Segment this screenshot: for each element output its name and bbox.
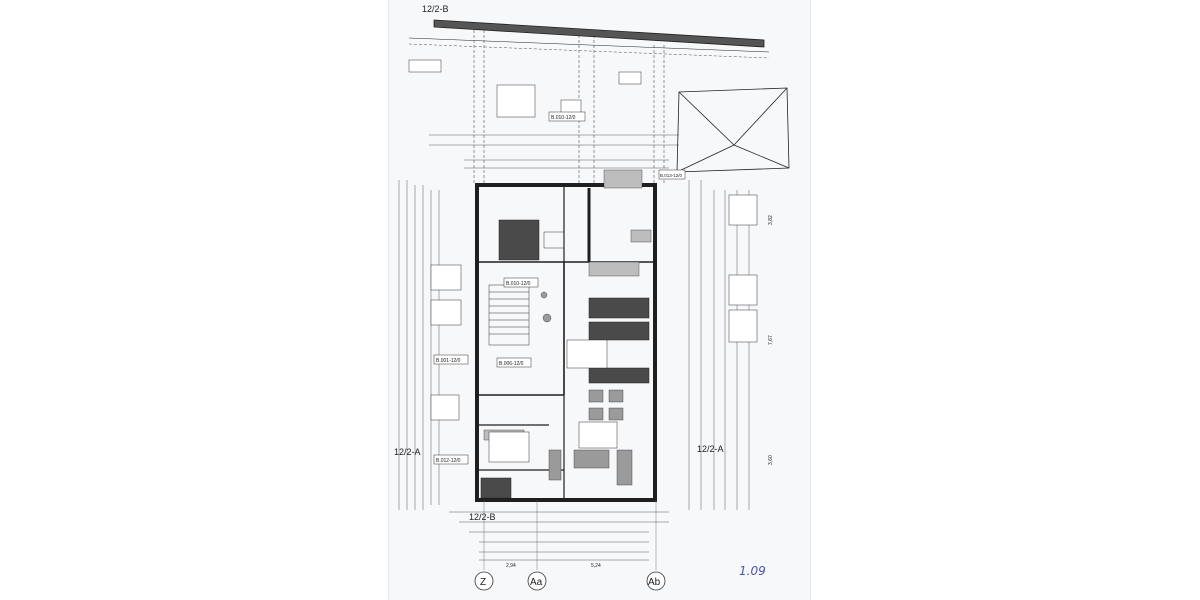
dim-right-lower: 3,60	[768, 455, 774, 465]
grid-ref-bottom: 12/2-B	[469, 512, 496, 522]
plan-sheet: B.010-12/0 B.006-12/0 B.001-12/0 B.012-1…	[389, 0, 810, 600]
room-tag-e: B.013-12/0	[660, 173, 683, 178]
room-tag-d: B.012-12/0	[436, 458, 461, 464]
dim-right-upper: 3,82	[768, 215, 774, 225]
room-tag-a: B.010-12/0	[506, 281, 531, 287]
room-info-boxes	[430, 194, 758, 463]
dim-bottom-right: 5,24	[591, 563, 601, 569]
axis-bubbles	[474, 571, 666, 591]
axis-label-aa: Aa	[530, 577, 543, 588]
grid-ref-right: 12/2-A	[697, 444, 724, 454]
grid-ref-top: 12/2-B	[422, 4, 449, 14]
axis-label-ab: Ab	[648, 577, 661, 588]
dimension-lines-right	[688, 180, 750, 510]
page-number: 1.09	[739, 564, 766, 578]
grid-ref-left: 12/2-A	[394, 447, 421, 457]
boundary-band	[408, 19, 770, 59]
room-tags	[433, 111, 686, 465]
roof-outline	[676, 87, 790, 173]
dim-bottom-left: 2,94	[506, 563, 516, 569]
dim-right-middle: 7,67	[768, 335, 774, 345]
stairs	[488, 231, 565, 346]
axis-lines	[483, 500, 657, 570]
dimension-lines-left	[398, 180, 440, 510]
dimension-lines-bottom	[449, 511, 669, 561]
dimension-lines-top	[429, 134, 679, 169]
room-tag-b: B.006-12/0	[499, 361, 524, 367]
dark-fills	[480, 219, 650, 499]
building-walls	[475, 183, 657, 502]
furniture	[540, 291, 633, 486]
room-tag-f: B.010-12/0	[551, 115, 576, 121]
info-boxes-top	[408, 59, 642, 118]
room-tag-c: B.001-12/0	[436, 358, 461, 364]
floor-plan-drawing: B.010-12/0 B.006-12/0 B.001-12/0 B.012-1…	[394, 4, 790, 591]
axis-label-z: Z	[480, 577, 486, 588]
